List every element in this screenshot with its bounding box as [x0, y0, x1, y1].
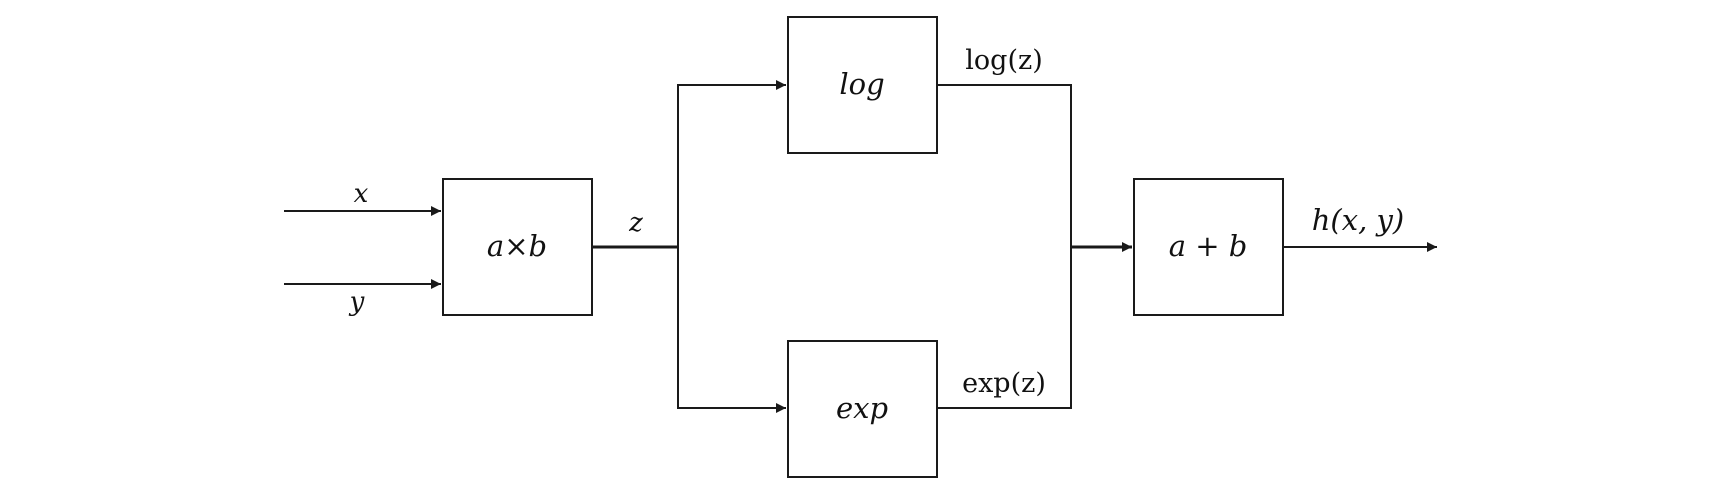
- add-block: [1133, 178, 1284, 316]
- log-block-label: log: [839, 67, 884, 101]
- multiply-block-label: a×b: [487, 229, 547, 263]
- exp-output-wire: [937, 247, 1072, 409]
- log-block: [787, 16, 938, 154]
- exp-output-label: exp(z): [962, 368, 1046, 399]
- z-to-log-wire: [677, 80, 786, 247]
- z-label: z: [628, 208, 643, 238]
- input-x-label: x: [354, 179, 369, 209]
- log-output-wire: [937, 84, 1072, 247]
- exp-block-label: exp: [836, 391, 888, 425]
- exp-block: [787, 340, 938, 478]
- log-output-label: log(z): [965, 45, 1042, 76]
- input-y-label: y: [349, 287, 365, 317]
- z-to-exp-wire: [677, 247, 786, 413]
- multiply-block: [442, 178, 593, 316]
- output-label: h(x, y): [1312, 203, 1404, 237]
- add-block-label: a + b: [1169, 229, 1248, 263]
